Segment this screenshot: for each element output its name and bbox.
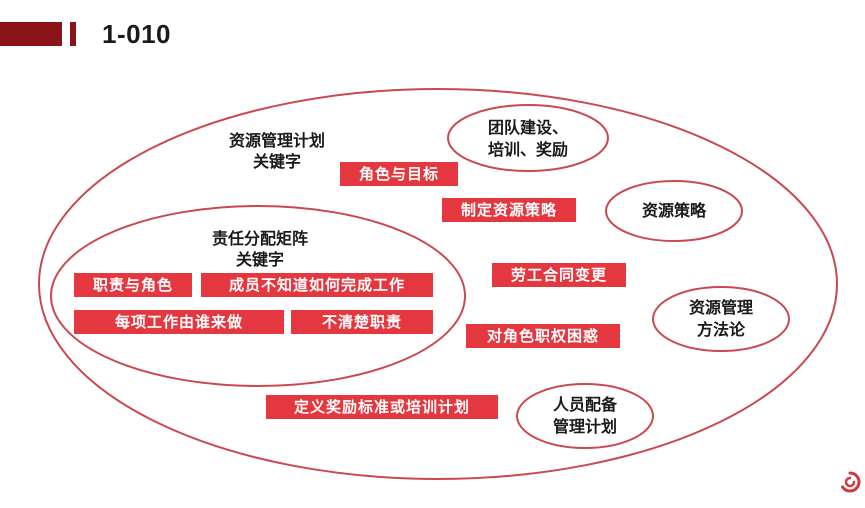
tag-role-confusion: 对角色职权困惑: [466, 324, 620, 348]
tag-reward-training: 定义奖励标准或培训计划: [266, 395, 498, 419]
tag-unclear-duties: 不清楚职责: [291, 310, 433, 334]
bubble-resource-strategy-label: 资源策略: [641, 201, 706, 220]
inner-ellipse: [50, 205, 466, 387]
bubble-methodology: [652, 286, 790, 352]
inner-title-line2: 关键字: [235, 250, 284, 269]
corner-logo-icon: [841, 471, 861, 493]
tag-who-does-what: 每项工作由谁来做: [74, 310, 284, 334]
tag-roles-goals: 角色与目标: [340, 162, 458, 186]
tag-members-unknown: 成员不知道如何完成工作: [201, 273, 433, 297]
bubble-staffing-plan-line2: 管理计划: [552, 417, 617, 436]
outer-title-line2: 关键字: [252, 152, 301, 171]
bubble-staffing-plan-line1: 人员配备: [552, 395, 617, 414]
outer-ellipse: [38, 88, 838, 480]
tag-labor-contract: 劳工合同变更: [492, 263, 626, 287]
header-accent-bar-small: [70, 22, 76, 46]
bubble-team-building-line2: 培训、奖励: [487, 140, 568, 159]
bubble-staffing-plan: [516, 383, 654, 449]
outer-title-line1: 资源管理计划: [228, 131, 325, 150]
bubble-team-building: [447, 104, 609, 172]
bubble-methodology-line1: 资源管理: [688, 298, 753, 317]
tag-duties-roles: 职责与角色: [74, 273, 192, 297]
header-accent-bar: [0, 22, 62, 46]
inner-title-line1: 责任分配矩阵: [211, 229, 308, 248]
bubble-team-building-line1: 团队建设、: [487, 118, 568, 137]
slide-title: 1-010: [102, 19, 171, 49]
bubble-resource-strategy: [605, 180, 743, 242]
bubble-methodology-line2: 方法论: [696, 320, 745, 339]
tag-define-strategy: 制定资源策略: [442, 198, 576, 222]
